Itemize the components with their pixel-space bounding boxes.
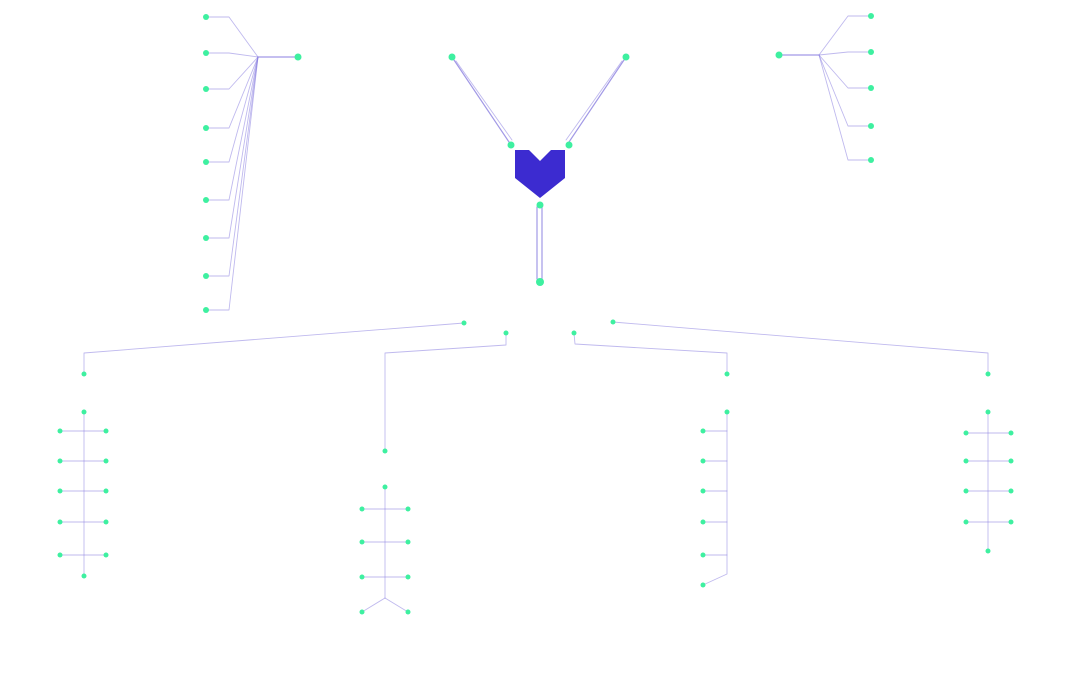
node-tree2-leaf: [405, 609, 411, 615]
node-top-left-leaf: [203, 86, 209, 92]
link-top-left-leaf: [205, 56, 259, 163]
link-top-right-leaf: [818, 54, 872, 127]
node-tree1-bottom: [81, 573, 87, 579]
node-top-left-leaf: [203, 307, 209, 313]
link-top-left-leaf: [205, 16, 259, 58]
link-bottom-far-left: [83, 322, 465, 375]
node-tree2-leaf: [405, 574, 411, 580]
node-tree3-leaf: [700, 519, 706, 525]
node-tree1-leaf: [103, 428, 109, 434]
node-top-left-leaf: [203, 125, 209, 131]
node-tree4-leaf: [963, 519, 969, 525]
node-tree4-leaf: [1008, 458, 1014, 464]
node-tree4-leaf: [963, 430, 969, 436]
node-tree1-leaf: [103, 488, 109, 494]
link-top-left-leaf: [205, 56, 259, 311]
node-hub-left-end: [448, 53, 456, 61]
node-top-left-leaf: [203, 197, 209, 203]
node-bottom-connector: [503, 330, 509, 336]
node-tree4-top: [985, 409, 991, 415]
node-top-right-leaf: [868, 157, 874, 163]
node-tree4-leaf: [1008, 488, 1014, 494]
node-hub-stem-end: [536, 278, 544, 286]
node-bottom-connector: [724, 371, 730, 377]
node-tree1-leaf: [57, 488, 63, 494]
node-tree1-leaf: [57, 519, 63, 525]
node-top-left-leaf: [203, 14, 209, 20]
node-tree2-leaf: [405, 506, 411, 512]
node-top-left-root: [294, 53, 302, 61]
link-tree3-spine: [702, 411, 728, 586]
node-bottom-connector: [610, 319, 616, 325]
node-tree1-top: [81, 409, 87, 415]
node-tree4-leaf: [963, 488, 969, 494]
node-tree2-leaf: [359, 574, 365, 580]
node-tree3-top: [724, 409, 730, 415]
hub-layer: [515, 150, 565, 198]
node-hub-bottom-joint: [536, 201, 544, 209]
link-top-left-leaf: [205, 56, 259, 277]
links-layer: [59, 15, 1012, 613]
node-tree3-leaf: [700, 552, 706, 558]
node-bottom-connector: [81, 371, 87, 377]
node-tree2-leaf: [359, 539, 365, 545]
node-hub-right-joint: [565, 141, 573, 149]
heart-shield-icon: [515, 150, 565, 198]
node-tree1-leaf: [103, 552, 109, 558]
node-top-left-leaf: [203, 159, 209, 165]
node-tree1-leaf: [57, 552, 63, 558]
node-tree4-leaf: [963, 458, 969, 464]
link-bottom-far-right: [612, 321, 989, 375]
node-bottom-connector: [571, 330, 577, 336]
node-tree1-leaf: [57, 458, 63, 464]
node-top-left-leaf: [203, 273, 209, 279]
node-top-right-leaf: [868, 49, 874, 55]
link-tree2-fork-left: [361, 597, 386, 613]
node-bottom-connector: [382, 448, 388, 454]
node-tree4-leaf: [1008, 519, 1014, 525]
link-top-left-leaf: [205, 56, 259, 201]
node-top-right-root: [775, 51, 783, 59]
node-tree4-leaf: [1008, 430, 1014, 436]
node-tree3-leaf: [700, 458, 706, 464]
link-top-left-leaf: [205, 56, 259, 129]
link-top-right-leaf: [818, 51, 872, 56]
node-bottom-connector: [985, 371, 991, 377]
node-top-right-leaf: [868, 123, 874, 129]
link-top-right-leaf: [818, 54, 872, 161]
node-tree4-bottom: [985, 548, 991, 554]
link-hub-left-b: [455, 60, 513, 141]
link-top-right-leaf: [818, 54, 872, 89]
node-tree1-leaf: [103, 519, 109, 525]
node-tree1-leaf: [103, 458, 109, 464]
link-hub-right-a: [568, 56, 627, 143]
node-tree3-leaf: [700, 428, 706, 434]
link-bottom-mid-left: [384, 332, 507, 452]
node-tree3-leaf: [700, 488, 706, 494]
node-top-left-leaf: [203, 235, 209, 241]
node-tree3-leaf: [700, 582, 706, 588]
node-hub-left-joint: [507, 141, 515, 149]
node-hub-right-end: [622, 53, 630, 61]
link-hub-right-b: [565, 60, 623, 141]
node-top-right-leaf: [868, 13, 874, 19]
link-top-left-leaf: [205, 56, 259, 90]
link-top-left-leaf: [205, 56, 259, 239]
node-tree2-leaf: [359, 506, 365, 512]
node-tree2-leaf: [359, 609, 365, 615]
link-top-left-leaf: [205, 52, 259, 58]
link-hub-left-a: [451, 56, 510, 143]
node-top-left-leaf: [203, 50, 209, 56]
link-bottom-mid-right: [573, 332, 728, 375]
link-tree2-fork-right: [384, 597, 409, 613]
node-tree2-top: [382, 484, 388, 490]
link-top-right-leaf: [818, 15, 872, 56]
node-tree1-leaf: [57, 428, 63, 434]
nodes-layer: [57, 13, 1014, 615]
node-bottom-connector: [461, 320, 467, 326]
node-tree2-leaf: [405, 539, 411, 545]
node-top-right-leaf: [868, 85, 874, 91]
